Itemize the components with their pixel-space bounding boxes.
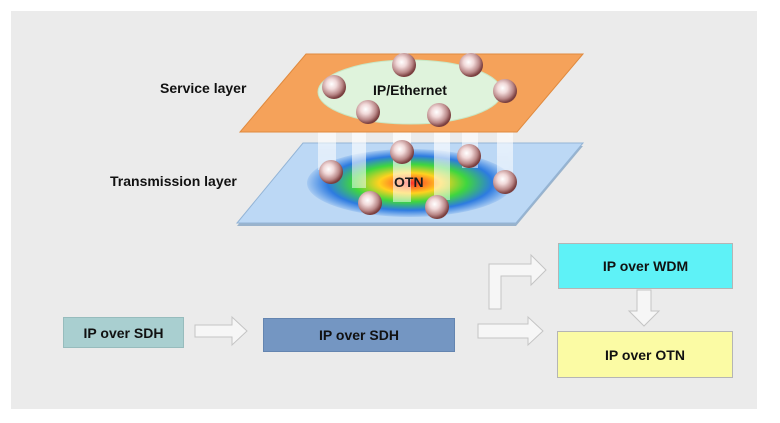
arrow-down-icon (627, 289, 661, 327)
arrow-right-icon (477, 315, 544, 347)
router-node (459, 53, 483, 77)
otn-node (358, 191, 382, 215)
otn-node (319, 160, 343, 184)
otn-node (457, 144, 481, 168)
service-nodes (322, 53, 517, 127)
arrow-up-right-icon (488, 253, 547, 310)
transmission-layer-label: Transmission layer (110, 173, 237, 189)
router-node (427, 103, 451, 127)
service-layer-label: Service layer (160, 80, 247, 96)
otn-label: OTN (394, 174, 424, 190)
otn-node (425, 195, 449, 219)
otn-node (390, 140, 414, 164)
router-node (322, 75, 346, 99)
router-node (493, 79, 517, 103)
stage-ip-over-otn: IP over OTN (557, 331, 733, 378)
ip-ethernet-label: IP/Ethernet (373, 82, 447, 98)
arrow-right-icon (194, 315, 248, 347)
stage-ip-over-wdm: IP over WDM (558, 243, 733, 289)
stage-ip-over-sdh-legacy: IP over SDH (63, 317, 184, 348)
router-node (356, 100, 380, 124)
transmission-nodes (319, 140, 517, 219)
otn-node (493, 170, 517, 194)
evolution-arrows (194, 253, 661, 347)
stage-ip-over-sdh: IP over SDH (263, 318, 455, 352)
router-node (392, 53, 416, 77)
